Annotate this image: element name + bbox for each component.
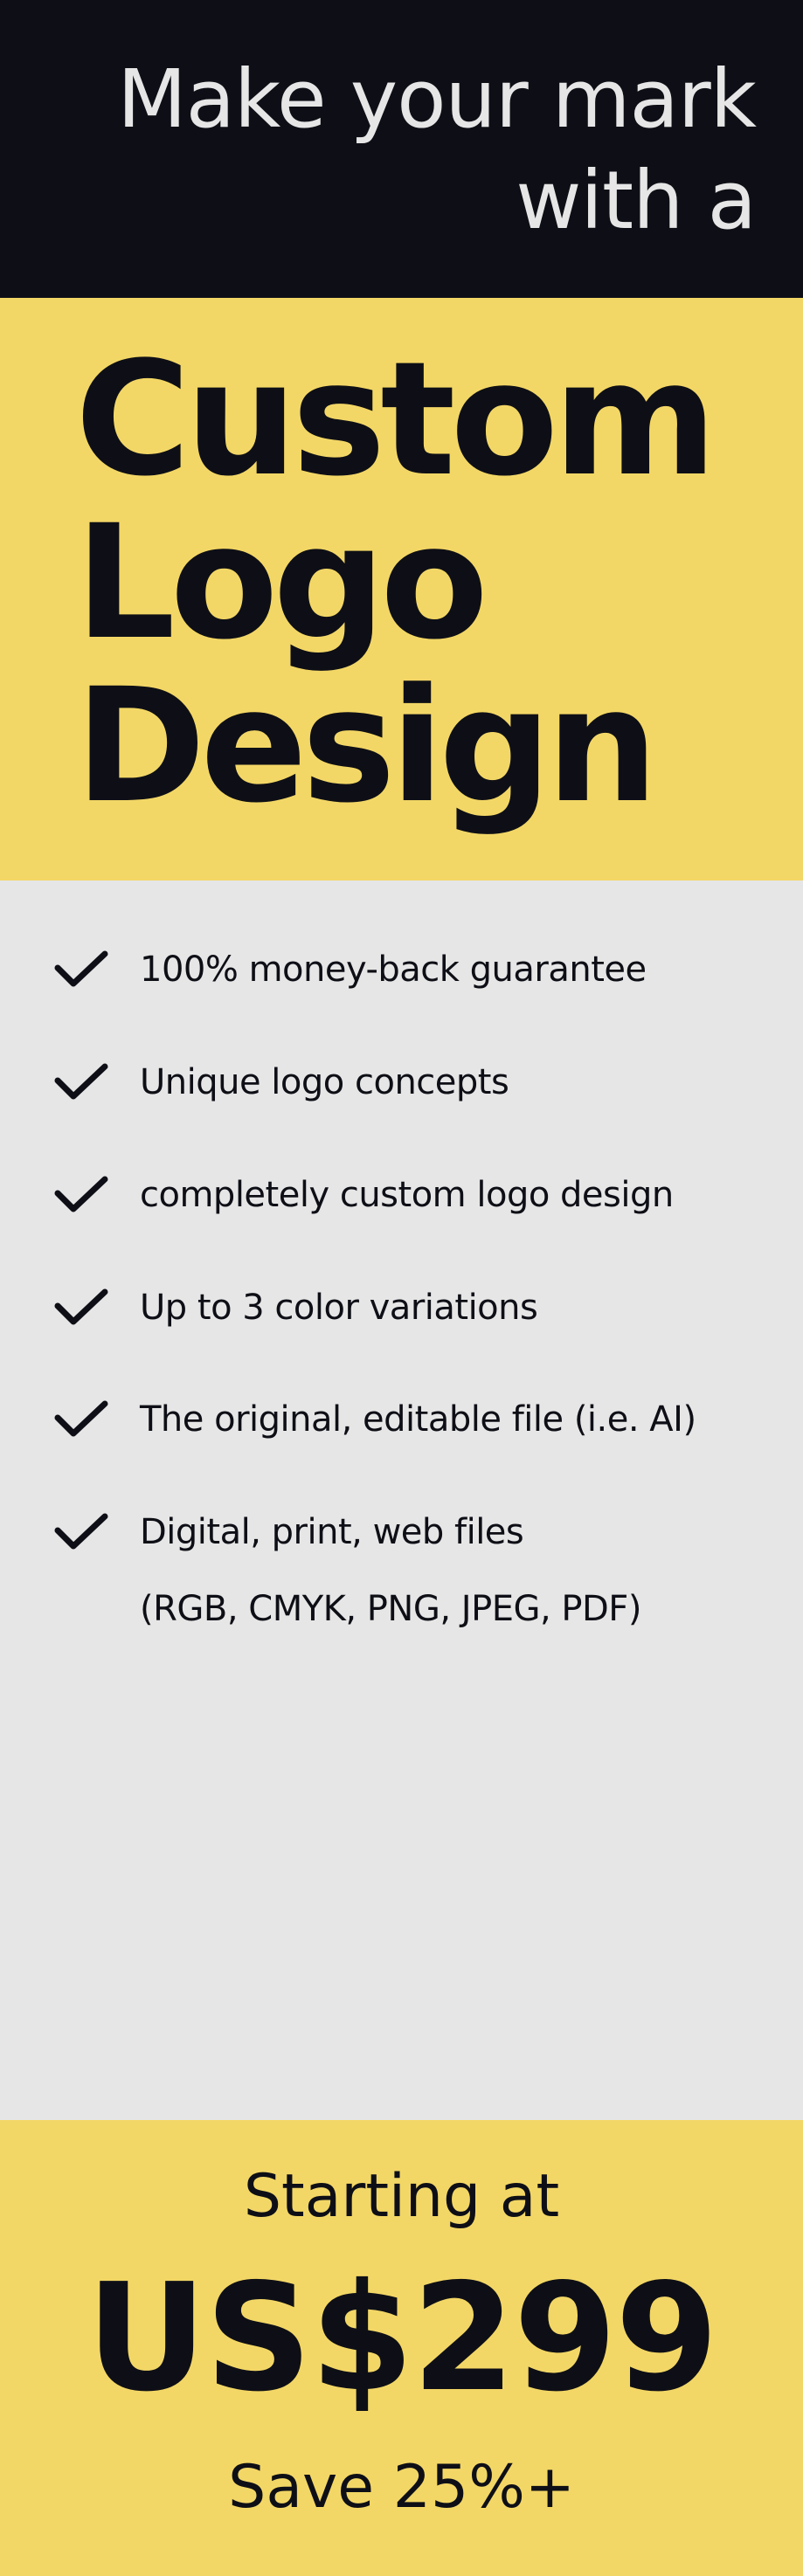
feature-text: The original, editable file (i.e. AI) — [140, 1399, 696, 1440]
feature-text: Up to 3 color variations — [140, 1288, 538, 1328]
price: US$299 — [86, 2252, 719, 2425]
check-icon — [54, 1288, 108, 1327]
check-icon — [54, 1400, 108, 1439]
header-line-2: with a — [516, 154, 757, 247]
pricing-band: Starting at US$299 Save 25%+ — [0, 2120, 803, 2576]
check-icon — [54, 1176, 108, 1214]
check-icon — [54, 1513, 108, 1551]
hero-band: Custom Logo Design — [0, 298, 803, 881]
feature-text: 100% money-back guarantee — [140, 950, 647, 990]
feature-text-secondary: (RGB, CMYK, PNG, JPEG, PDF) — [140, 1589, 641, 1629]
starting-at-label: Starting at — [243, 2162, 560, 2231]
feature-text: Digital, print, web files (RGB, CMYK, PN… — [140, 1494, 641, 1647]
header-band: Make your mark with a — [0, 0, 803, 298]
check-icon — [54, 1063, 108, 1102]
feature-text: Unique logo concepts — [140, 1062, 509, 1102]
header-line-1: Make your mark — [117, 52, 757, 146]
hero-word-logo: Logo — [75, 492, 488, 674]
hero-word-design: Design — [75, 655, 658, 838]
hero-word-custom: Custom — [75, 328, 717, 511]
feature-text: completely custom logo design — [140, 1175, 674, 1215]
save-label: Save 25%+ — [228, 2453, 575, 2522]
check-icon — [54, 950, 108, 989]
features-list: 100% money-back guarantee Unique logo co… — [0, 881, 803, 2120]
